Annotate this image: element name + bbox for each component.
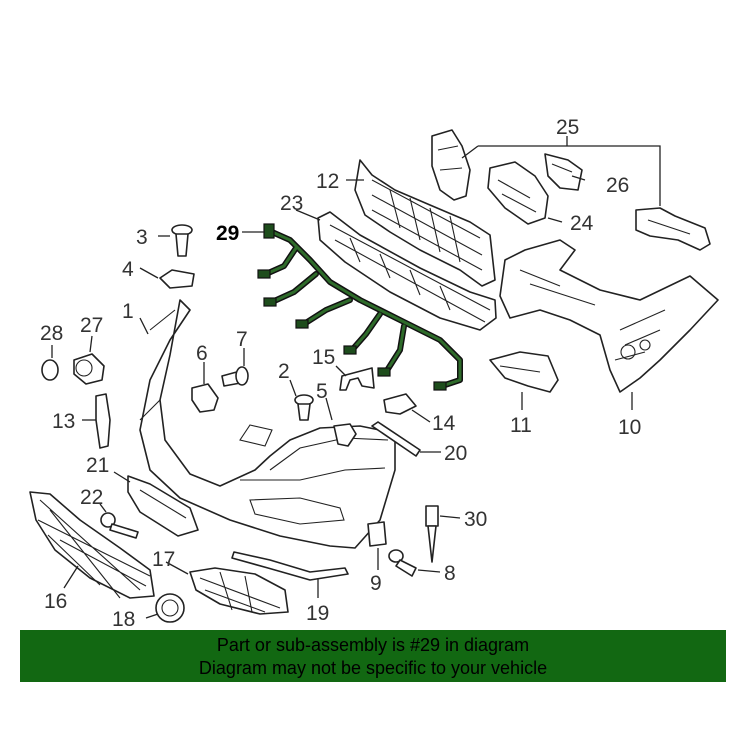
callout-29: 29 <box>216 222 239 245</box>
part-2-bolt <box>294 394 314 421</box>
callout-21: 21 <box>86 454 109 477</box>
callout-24: 24 <box>570 212 594 235</box>
callout-11: 11 <box>510 414 532 437</box>
info-banner: Part or sub-assembly is #29 in diagram D… <box>20 630 726 682</box>
part-17-fog-grille <box>189 567 289 615</box>
part-9-clip <box>367 521 387 547</box>
callout-20: 20 <box>444 442 467 465</box>
part-18-ring <box>155 593 185 623</box>
callout-2: 2 <box>278 360 290 383</box>
part-24-bracket <box>487 161 549 225</box>
callout-26: 26 <box>606 174 629 197</box>
part-21-plate <box>127 475 199 537</box>
callout-23: 23 <box>280 192 303 215</box>
part-28-grommet <box>41 359 59 381</box>
part-29-wiring-harness <box>257 223 463 391</box>
part-23-foam-strip <box>317 211 497 331</box>
callout-16: 16 <box>44 590 67 613</box>
part-20-strip <box>371 421 421 457</box>
callout-14: 14 <box>432 412 456 435</box>
callout-12: 12 <box>316 170 339 193</box>
part-10-side-bracket <box>499 239 719 393</box>
part-16-grille <box>29 491 155 599</box>
callout-6: 6 <box>196 342 208 365</box>
callout-3: 3 <box>136 226 148 249</box>
callout-9: 9 <box>370 572 382 595</box>
part-25-brackets <box>431 129 711 251</box>
part-3-bolt <box>171 224 193 257</box>
callout-1: 1 <box>122 300 134 323</box>
callout-5: 5 <box>316 380 328 403</box>
part-11-bracket <box>489 351 559 393</box>
part-13-clip <box>95 393 111 449</box>
callout-10: 10 <box>618 416 641 439</box>
part-4-bracket <box>159 269 195 289</box>
part-8-bolt <box>388 549 417 577</box>
callout-22: 22 <box>80 486 103 509</box>
part-19-strip <box>231 551 349 581</box>
callout-27: 27 <box>80 314 103 337</box>
part-30-sensor <box>425 505 439 563</box>
part-6-clip <box>191 383 219 413</box>
part-1-bumper-cover <box>139 299 396 549</box>
leader-lines <box>51 136 661 619</box>
callout-7: 7 <box>236 328 248 351</box>
callout-18: 18 <box>112 608 135 631</box>
banner-line-2: Diagram may not be specific to your vehi… <box>198 658 548 678</box>
part-15-clip <box>339 367 375 391</box>
part-26-clip <box>544 153 583 191</box>
callout-4: 4 <box>122 258 134 281</box>
part-22-screw <box>100 512 139 539</box>
callout-17: 17 <box>152 548 175 571</box>
part-7-bolt <box>221 366 249 387</box>
callout-13: 13 <box>52 410 75 433</box>
callout-25: 25 <box>556 116 579 139</box>
callout-28: 28 <box>40 322 63 345</box>
part-27-sensor <box>73 353 105 385</box>
part-12-impact-absorber <box>354 159 496 287</box>
callouts: 1 2 3 4 5 6 7 8 9 10 11 12 13 14 15 16 1… <box>40 116 641 631</box>
callout-8: 8 <box>444 562 456 585</box>
part-14-bracket <box>383 393 417 415</box>
part-5-clip <box>333 423 357 447</box>
callout-15: 15 <box>312 346 335 369</box>
callout-19: 19 <box>306 602 329 625</box>
banner-line-1: Part or sub-assembly is #29 in diagram <box>216 635 530 655</box>
callout-30: 30 <box>464 508 487 531</box>
